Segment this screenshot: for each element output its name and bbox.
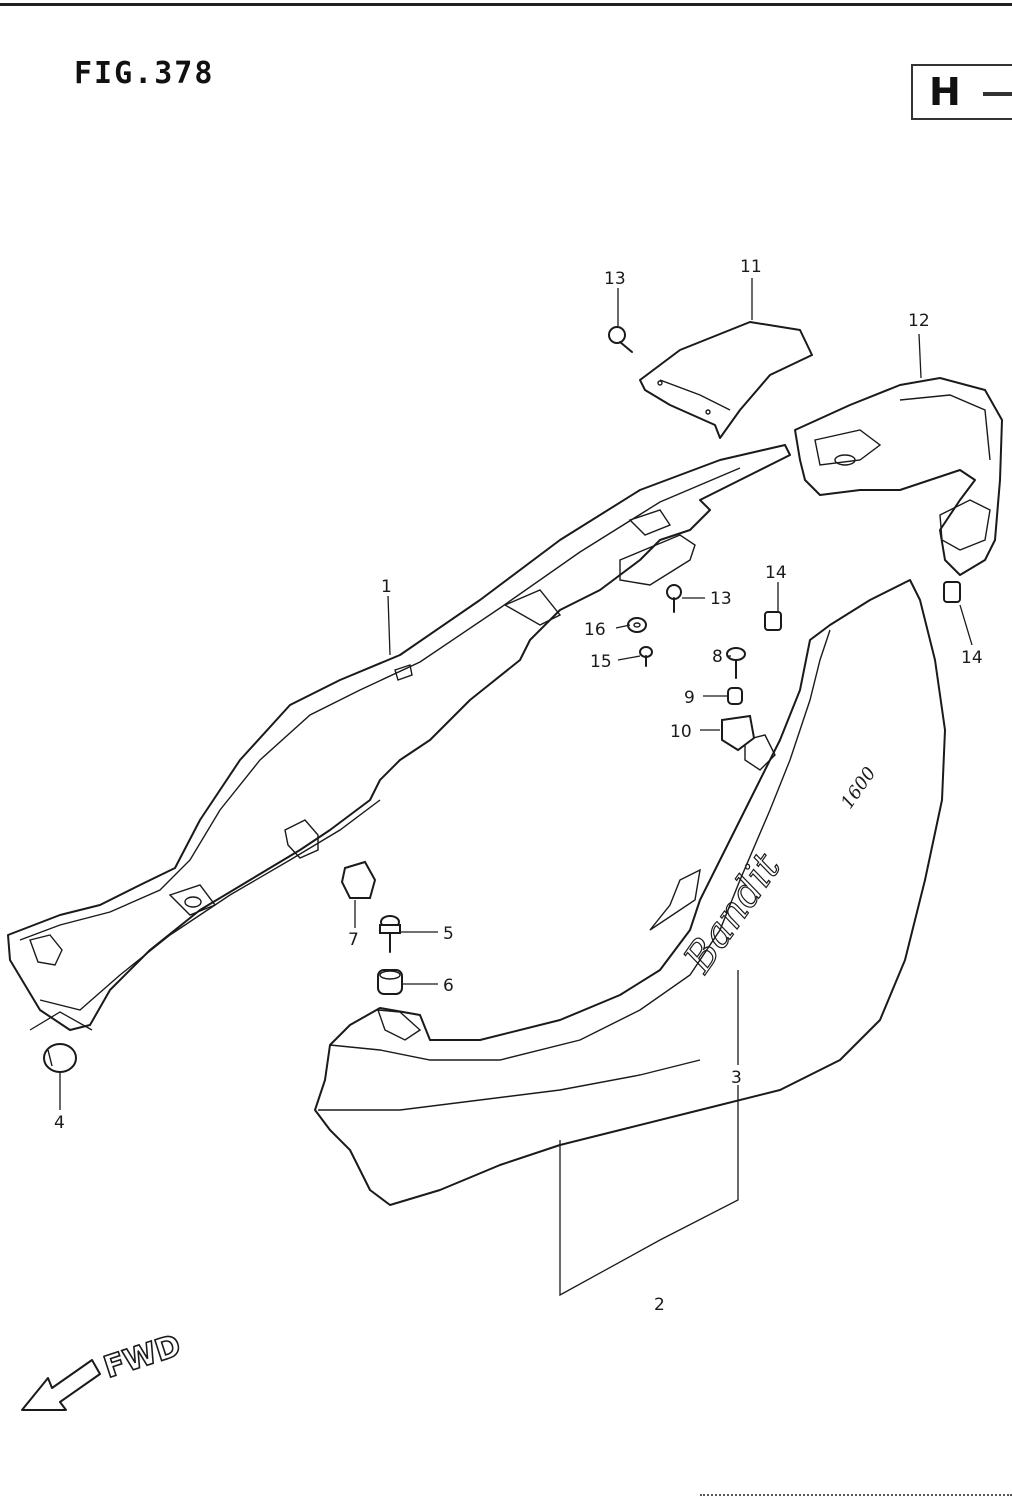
decal-model: 1600	[837, 763, 880, 813]
bottom-dotted-rule	[700, 1494, 1012, 1496]
market-code-box: H	[911, 64, 1012, 120]
callout-5: 5	[443, 924, 454, 944]
callout-3: 3	[731, 1068, 742, 1088]
part-7-cushion	[340, 860, 377, 899]
forward-arrow-icon	[21, 1359, 101, 1411]
callout-6: 6	[443, 976, 454, 996]
figure-title: FIG.378	[74, 56, 215, 91]
part-12-rear-tail-cover	[794, 377, 1003, 576]
callout-10: 10	[670, 722, 692, 742]
callout-8: 8	[712, 647, 723, 667]
leader-lines	[29, 278, 973, 1297]
part-16-washer	[627, 617, 647, 633]
part-14-nut-left	[764, 611, 782, 631]
part-14-nut-right	[943, 581, 961, 603]
callout-13-top: 13	[604, 269, 626, 289]
market-code: H	[929, 70, 961, 114]
part-3-seat-tail-cover: Bandit 1600	[314, 579, 946, 1206]
callout-11: 11	[740, 257, 762, 277]
callout-13-mid: 13	[710, 589, 732, 609]
part-10-cushion	[721, 714, 756, 752]
forward-label: FWD	[100, 1328, 185, 1386]
callout-7: 7	[348, 930, 359, 950]
part-9-collar	[727, 687, 743, 705]
callout-15: 15	[590, 652, 612, 672]
part-8-screw	[726, 647, 746, 679]
part-4-grommet	[43, 1043, 77, 1073]
callout-9: 9	[684, 688, 695, 708]
forward-direction-indicator: FWD	[21, 1327, 186, 1411]
part-13-bolt-top	[608, 326, 633, 353]
callout-16: 16	[584, 620, 606, 640]
decal-brand: Bandit	[675, 844, 790, 981]
top-border-rule	[0, 3, 1012, 6]
part-13-bolt-mid	[666, 584, 682, 613]
callout-14-left: 14	[765, 563, 787, 583]
part-15-screw	[639, 646, 653, 667]
callout-labels: 1 2 3 4 5 6 7 8 9 10 11 12 13 13 14 14 1…	[54, 257, 983, 1315]
part-11-rear-center-cover	[639, 321, 813, 439]
part-5-screw	[379, 915, 401, 953]
callout-1: 1	[381, 577, 392, 597]
callout-12: 12	[908, 311, 930, 331]
market-code-dash	[983, 92, 1012, 96]
callout-2: 2	[654, 1295, 665, 1315]
callout-14-right: 14	[961, 648, 983, 668]
part-1-frame-cover	[7, 444, 791, 1031]
callout-4: 4	[54, 1113, 65, 1133]
part-6-cushion	[377, 969, 403, 995]
